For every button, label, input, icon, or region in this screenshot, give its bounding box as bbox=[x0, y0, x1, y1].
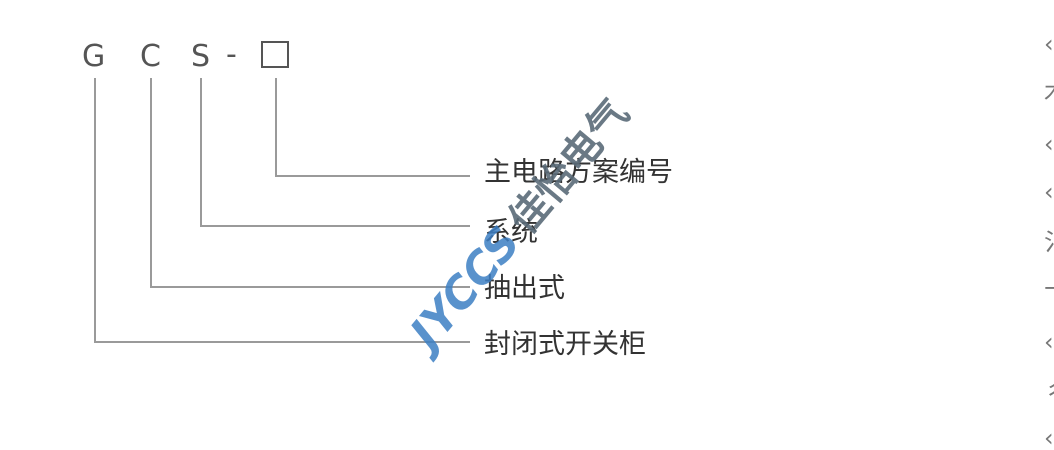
placeholder-box bbox=[261, 41, 289, 68]
edge-glyph-5: 十 bbox=[1044, 276, 1054, 304]
edge-glyph-2: ‹ bbox=[1044, 130, 1054, 158]
code-letter-s: S bbox=[191, 39, 210, 74]
edge-glyph-1: 木 bbox=[1044, 78, 1054, 106]
edge-glyph-3: ‹ bbox=[1044, 178, 1054, 206]
edge-glyph-0: ‹ bbox=[1044, 30, 1054, 58]
code-letter-c: C bbox=[140, 39, 161, 74]
connector-drawout bbox=[150, 78, 470, 288]
label-main-circuit: 主电路方案编号 bbox=[484, 157, 673, 188]
edge-glyph-6: ‹ bbox=[1044, 328, 1054, 356]
connector-enclosed bbox=[94, 78, 470, 343]
connector-system bbox=[200, 78, 470, 227]
code-hyphen: - bbox=[226, 37, 237, 72]
edge-glyph-7: 彳 bbox=[1044, 378, 1054, 406]
label-drawout: 抽出式 bbox=[484, 273, 565, 304]
edge-glyph-8: ‹ bbox=[1044, 424, 1054, 450]
label-system: 系统 bbox=[484, 217, 538, 248]
connector-main-circuit bbox=[275, 78, 470, 177]
label-enclosed: 封闭式开关柜 bbox=[484, 329, 646, 360]
right-edge-glyphs: ‹ 木 ‹ ‹ 氵 十 ‹ 彳 ‹ bbox=[1044, 30, 1054, 450]
code-letter-g: G bbox=[82, 39, 105, 74]
edge-glyph-4: 氵 bbox=[1044, 228, 1054, 256]
